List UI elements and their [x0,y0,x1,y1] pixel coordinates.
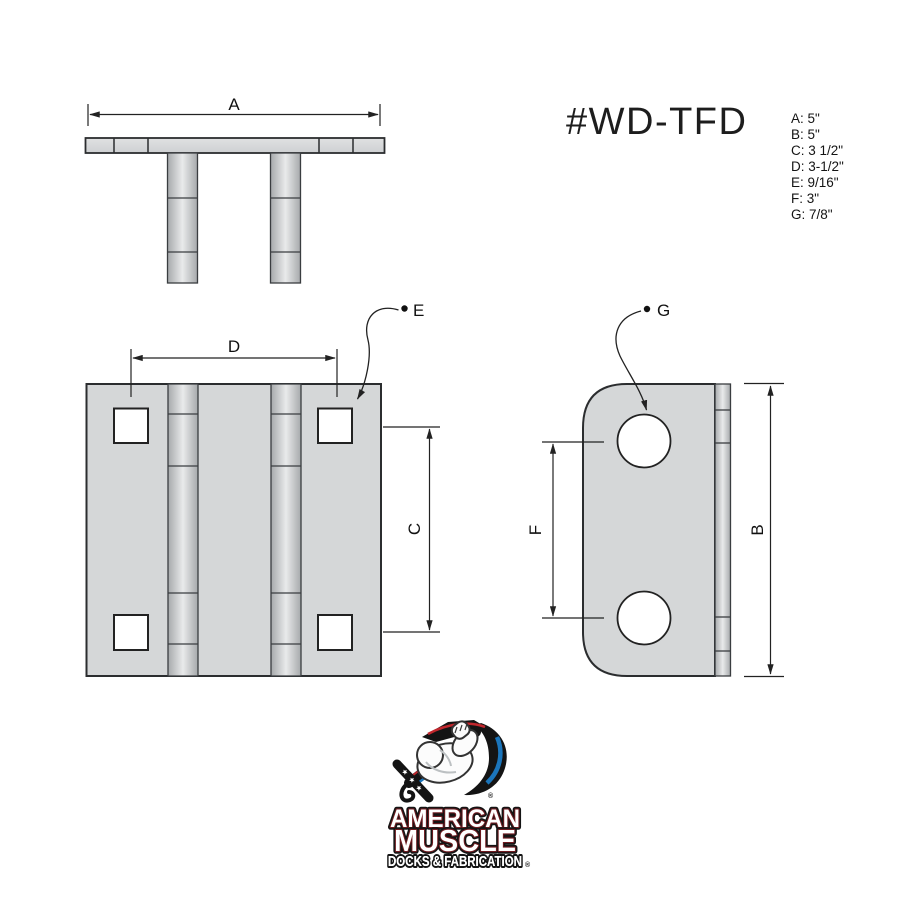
callout-E: E [356,301,424,400]
spec-row-f: F: 3" [791,191,820,206]
dimension-B: B [744,382,784,678]
dimension-A: A [87,95,381,126]
callout-G-label: G [657,301,670,320]
square-hole-bottom-right [317,614,353,651]
registered-mark-text: ® [525,861,531,869]
top-view-right-leg [269,152,302,284]
dimension-F-label: F [526,525,545,535]
logo-line2: MUSCLE [394,823,516,858]
spec-row-a: A: 5" [791,111,820,126]
brand-logo: ® AMERICAN AMERICAN MUSCLE MUSCLE DOCKS … [386,720,531,872]
svg-text:AMERICAN: AMERICAN [390,805,520,833]
side-view-bar-edge [714,383,732,677]
square-hole-bottom-left [113,614,149,651]
spec-row-d: D: 3-1/2" [791,159,844,174]
logo-wordmark: AMERICAN AMERICAN MUSCLE MUSCLE DOCKS & … [386,802,531,872]
spec-list: A: 5" B: 5" C: 3 1/2" D: 3-1/2" E: 9/16"… [791,111,844,223]
anchor-arm-icon: ® [392,720,507,803]
front-view: D C E [85,301,440,677]
svg-text:DOCKS & FABRICATION: DOCKS & FABRICATION [388,854,522,870]
dimension-C-label: C [405,523,424,535]
top-view-left-leg [166,152,199,284]
side-view-plate [582,383,716,677]
dimension-D-label: D [228,337,240,356]
registered-mark-art: ® [488,792,494,800]
spec-row-g: G: 7/8" [791,207,833,222]
top-view: A [84,95,386,284]
callout-E-label: E [413,301,424,320]
logo-line1: AMERICAN [390,805,520,833]
part-number: #WD-TFD [566,101,748,143]
dimension-C: C [383,426,440,633]
svg-text:MUSCLE: MUSCLE [394,823,516,858]
dimension-B-label: B [748,524,767,535]
spec-row-b: B: 5" [791,127,820,142]
square-hole-top-right [317,407,353,444]
callout-G: G [615,301,670,411]
front-view-left-leg-web [167,383,199,677]
dimension-D: D [130,337,338,397]
top-view-flat-bar [84,137,386,154]
dimension-F: F [526,441,604,619]
logo-line3: DOCKS & FABRICATION [388,854,522,870]
side-view: F B G [526,301,784,678]
dimension-A-label: A [228,95,240,114]
spec-row-c: C: 3 1/2" [791,143,844,158]
square-hole-top-left [113,407,149,444]
front-view-right-leg-web [270,383,302,677]
round-hole-bottom [616,590,672,646]
spec-row-e: E: 9/16" [791,175,839,190]
round-hole-top [616,413,672,469]
